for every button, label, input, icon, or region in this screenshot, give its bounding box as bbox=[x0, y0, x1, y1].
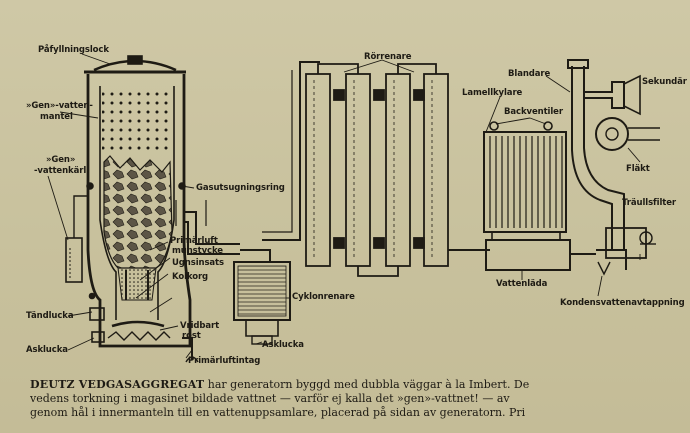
label-vridbart-2: rost bbox=[182, 331, 201, 341]
label-gens-vattenmantel-1: »Gen»-vatten- bbox=[26, 101, 93, 111]
label-lamellkylare: Lamellkylare bbox=[462, 88, 523, 98]
label-asklucka-cyklon: Asklucka bbox=[262, 340, 304, 350]
tube-cleaners bbox=[305, 63, 490, 277]
label-gens-vattenkarl-2: -vattenkärl bbox=[34, 166, 87, 176]
caption-line-1: DEUTZ VEDGASAGGREGAT har generatorn bygg… bbox=[30, 378, 690, 392]
caption: DEUTZ VEDGASAGGREGAT har generatorn bygg… bbox=[30, 378, 690, 420]
leader-lines bbox=[47, 53, 641, 359]
label-primarluft-2: munstycke bbox=[172, 246, 223, 256]
water-box bbox=[485, 239, 627, 276]
label-vridbart-1: Vridbart bbox=[180, 321, 220, 331]
label-gasutsugningsring: Gasutsugningsring bbox=[196, 183, 285, 193]
caption-line-1-rest: har generatorn byggd med dubbla väggar à… bbox=[204, 378, 530, 391]
label-pafyllningslock: Påfyllningslock bbox=[38, 45, 109, 55]
label-ugnsinsats: Ugnsinsats bbox=[172, 258, 224, 268]
label-tandlucka: Tändlucka bbox=[26, 311, 74, 321]
label-traullsfilter: Träullsfilter bbox=[622, 198, 676, 208]
label-sekundarluft: Sekundär bbox=[642, 77, 687, 87]
label-asklucka-generator: Asklucka bbox=[26, 345, 68, 355]
caption-line-2: vedens torkning i magasinet bildade vatt… bbox=[30, 392, 510, 405]
radiator bbox=[483, 121, 567, 241]
label-backventiler: Backventiler bbox=[504, 107, 563, 117]
label-gens-vattenkarl-1: »Gen» bbox=[46, 155, 76, 165]
mixer-fan-filter bbox=[567, 59, 660, 259]
cyclone bbox=[233, 61, 320, 345]
gas-pipe bbox=[175, 200, 240, 255]
label-primarluftintag: Primärluftintag bbox=[188, 356, 261, 366]
label-blandare: Blandare bbox=[508, 69, 551, 79]
caption-lead: DEUTZ VEDGASAGGREGAT bbox=[30, 378, 205, 391]
label-kolkorg: Kolkorg bbox=[172, 272, 209, 282]
label-flakt: Fläkt bbox=[626, 164, 650, 174]
label-cyklonrenare: Cyklonrenare bbox=[292, 292, 355, 302]
label-gens-vattenmantel-2: mantel bbox=[40, 112, 73, 122]
label-kondensvattenavtappning: Kondensvattenavtappning bbox=[560, 298, 685, 308]
caption-line-3: genom hål i innermanteln till en vattenu… bbox=[30, 406, 526, 419]
label-primarluft-1: Primärluft bbox=[170, 236, 218, 246]
label-rorrenare: Rörrenare bbox=[364, 52, 412, 62]
generator bbox=[65, 55, 199, 363]
label-vattenlada: Vattenläda bbox=[496, 279, 548, 289]
